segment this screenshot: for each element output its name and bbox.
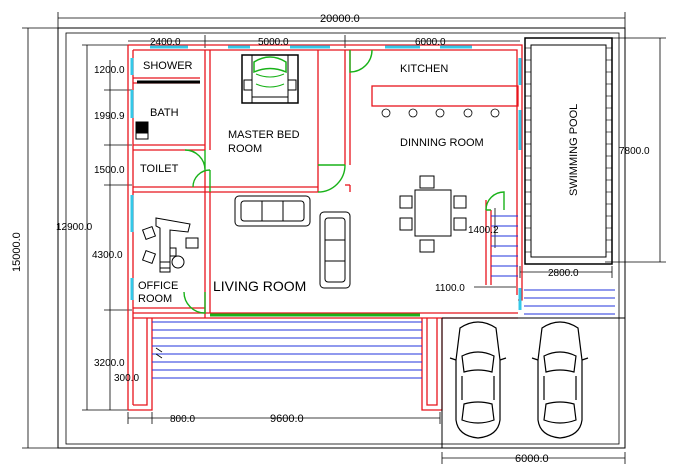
label-toilet: TOILET: [140, 163, 179, 175]
dim-9600: 9600.0: [270, 413, 304, 425]
site-boundary: [57, 27, 626, 449]
label-master-2: ROOM: [228, 143, 262, 155]
dimension-lines: [22, 12, 666, 464]
swimming-pool: [524, 37, 613, 265]
label-living: LIVING ROOM: [213, 278, 306, 294]
room-labels: SHOWER BATH TOILET OFFICE ROOM MASTER BE…: [138, 60, 580, 305]
dim-800: 800.0: [170, 414, 195, 425]
dim-1990: 1990.9: [94, 111, 125, 122]
windows: [130, 45, 522, 310]
garage: [441, 317, 625, 448]
label-dining: DINNING ROOM: [400, 137, 484, 149]
dim-1400: 1400.2: [468, 225, 499, 236]
dim-7800: 7800.0: [619, 146, 650, 157]
stairs: [152, 215, 615, 379]
dim-5000: 5000.0: [258, 37, 289, 48]
sofa-right: [319, 211, 351, 289]
label-office-1: OFFICE: [138, 280, 178, 292]
dim-overall-depth: 15000.0: [11, 232, 23, 272]
label-pool: SWIMMING POOL: [568, 104, 580, 196]
car-left: [449, 321, 507, 439]
dimension-labels: 20000.0 15000.0 2400.0 5000.0 6000.0 120…: [11, 13, 650, 465]
dim-12900: 12900.0: [56, 222, 93, 233]
dim-1200: 1200.0: [94, 65, 125, 76]
dim-1500: 1500.0: [94, 165, 125, 176]
dim-overall-width: 20000.0: [320, 13, 360, 25]
dim-6000-top: 6000.0: [415, 37, 446, 48]
dining-table: [399, 175, 467, 253]
office-desk: [141, 217, 199, 273]
dim-2800: 2800.0: [548, 268, 579, 279]
doors: [183, 49, 505, 317]
sofa-top: [234, 195, 311, 227]
dim-1100: 1100.0: [435, 283, 465, 294]
car-right: [531, 321, 589, 439]
bath-fixtures: [135, 121, 149, 140]
label-shower: SHOWER: [143, 60, 193, 72]
dim-300: 300.0: [114, 373, 139, 384]
dim-4300: 4300.0: [92, 250, 123, 261]
bed: [241, 54, 299, 104]
dim-6000-bottom: 6000.0: [515, 453, 549, 465]
ramp-marks: [155, 347, 163, 359]
label-kitchen: KITCHEN: [400, 63, 448, 75]
kitchen-stools: [381, 108, 500, 118]
label-bath: BATH: [150, 107, 179, 119]
dim-2400: 2400.0: [150, 37, 181, 48]
dim-3200: 3200.0: [94, 358, 125, 369]
label-office-2: ROOM: [138, 293, 172, 305]
label-master-1: MASTER BED: [228, 129, 300, 141]
